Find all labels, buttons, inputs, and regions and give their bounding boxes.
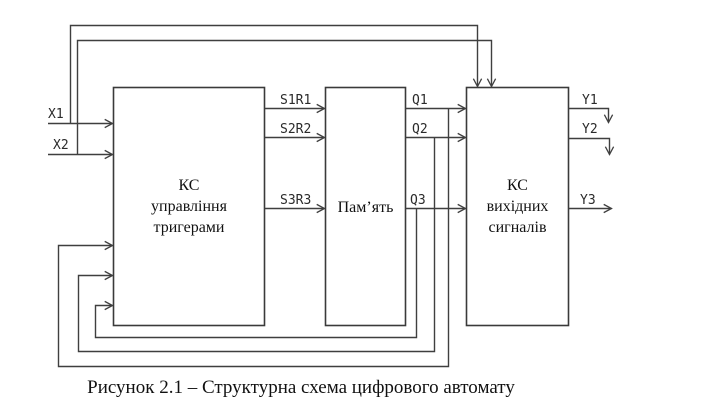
wire-feedback-q2	[77, 137, 436, 353]
block-control-circuit	[112, 86, 266, 327]
wire-x1-to-output-block	[69, 24, 483, 124]
label-x2: X2	[53, 138, 69, 153]
block-memory-label: Пам’ять	[338, 199, 394, 216]
wire-feedback-q3	[94, 208, 418, 339]
label-s1r1: S1R1	[280, 93, 311, 108]
label-x1: X1	[48, 107, 64, 122]
block-control-label-line3: тригерами	[154, 219, 225, 236]
block-control-label: КС управління тригерами	[151, 177, 228, 236]
wire-x2-to-output-block	[76, 39, 497, 155]
label-y1: Y1	[582, 93, 598, 108]
block-output-label-line2: вихідних	[487, 198, 549, 215]
label-q2: Q2	[412, 122, 428, 137]
label-y3: Y3	[580, 193, 596, 208]
wire-feedback-q1	[57, 108, 450, 368]
label-y2: Y2	[582, 122, 598, 137]
label-s2r2: S2R2	[280, 122, 311, 137]
wire-output-y1	[568, 107, 614, 124]
block-memory-label-line1: Пам’ять	[338, 199, 394, 216]
block-control-label-line1: КС	[179, 177, 200, 194]
figure-caption: Рисунок 2.1 – Структурна схема цифрового…	[87, 377, 515, 398]
block-output-label: КС вихідних сигналів	[487, 177, 549, 236]
block-control-label-line2: управління	[151, 198, 228, 215]
wire-output-y2	[568, 137, 615, 156]
label-s3r3: S3R3	[280, 193, 311, 208]
label-q1: Q1	[412, 93, 428, 108]
block-output-label-line1: КС	[507, 177, 528, 194]
block-output-label-line3: сигналів	[488, 219, 546, 236]
label-q3: Q3	[410, 193, 426, 208]
